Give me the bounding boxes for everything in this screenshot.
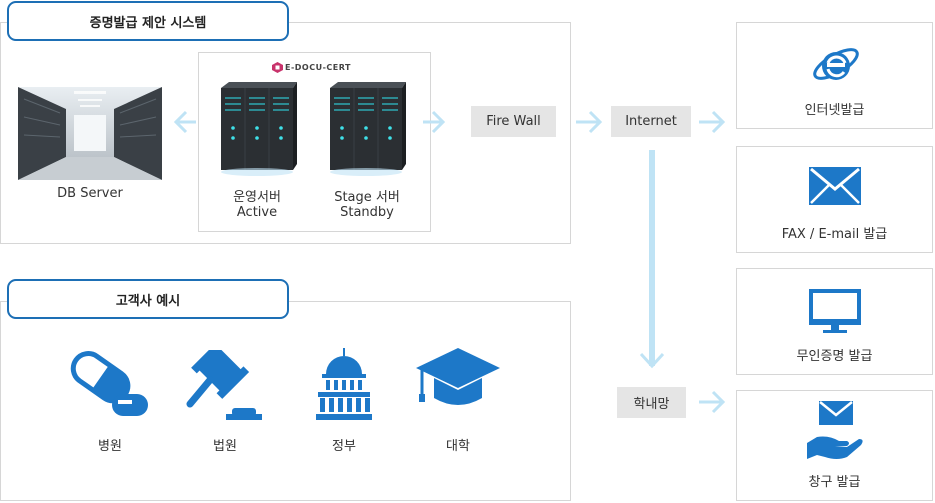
- intranet-node: 학내망: [617, 387, 686, 418]
- arrow-right-icon: [699, 110, 726, 134]
- pill-icon: [70, 351, 148, 416]
- hand-envelope-icon: [807, 401, 863, 459]
- arrow-right-icon: [576, 110, 603, 134]
- brand-name: E-DOCU-CERT: [285, 63, 352, 72]
- arrow-left-icon: [173, 110, 196, 134]
- arrow-down-icon: [639, 150, 665, 369]
- channel-label-internet: 인터넷발급: [804, 103, 865, 118]
- db-server-image: [18, 87, 162, 180]
- stage-server-label-2: Standby: [340, 205, 394, 220]
- capitol-icon: [316, 348, 372, 420]
- channel-box-internet: 인터넷발급: [736, 22, 933, 129]
- active-server-label-1: 운영서버: [233, 190, 281, 205]
- arrow-right-icon: [699, 390, 726, 414]
- customer-label-hospital: 병원: [98, 439, 122, 454]
- channel-box-counter: 창구 발급: [736, 390, 933, 501]
- channel-box-fax-email: FAX / E-mail 발급: [736, 146, 933, 253]
- customer-label-university: 대학: [446, 439, 470, 454]
- active-server-rack-icon: [221, 82, 297, 176]
- channel-label-fax-email: FAX / E-mail 발급: [781, 227, 888, 242]
- customer-label-court: 법원: [213, 439, 237, 454]
- envelope-icon: [809, 167, 861, 205]
- graduation-cap-icon: [416, 348, 500, 405]
- customers-title: 고객사 예시: [7, 279, 289, 319]
- stage-server-rack-icon: [330, 82, 406, 176]
- monitor-icon: [809, 289, 861, 333]
- customer-label-government: 정부: [332, 439, 356, 454]
- gavel-icon: [186, 350, 262, 420]
- firewall-node: Fire Wall: [471, 106, 556, 137]
- brand-logo-icon: [272, 62, 283, 73]
- channel-box-kiosk: 무인증명 발급: [736, 268, 933, 375]
- arrow-right-icon: [423, 110, 446, 134]
- internet-explorer-icon: [813, 48, 859, 80]
- db-server-label: DB Server: [57, 186, 123, 201]
- brand-logo: E-DOCU-CERT: [272, 62, 351, 73]
- stage-server-label-1: Stage 서버: [334, 190, 400, 205]
- system-title: 증명발급 제안 시스템: [7, 1, 289, 41]
- internet-node: Internet: [611, 106, 691, 137]
- active-server-label-2: Active: [236, 205, 278, 220]
- channel-label-kiosk: 무인증명 발급: [796, 349, 873, 364]
- channel-label-counter: 창구 발급: [808, 475, 861, 490]
